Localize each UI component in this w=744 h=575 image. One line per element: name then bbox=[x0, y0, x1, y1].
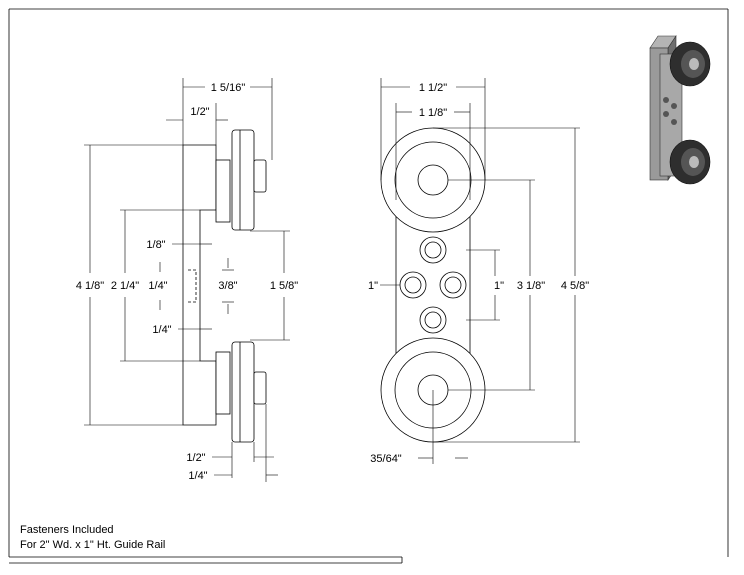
front-hole-right bbox=[439, 271, 467, 299]
front-view-dimensions bbox=[380, 78, 580, 464]
sheet-border bbox=[8, 8, 729, 564]
guide-rail-note: For 2" Wd. x 1" Ht. Guide Rail bbox=[20, 539, 166, 551]
side-bottom-right-label: 1/4" bbox=[188, 470, 207, 482]
side-bottom-left-label: 1/2" bbox=[186, 452, 205, 464]
front-hole-top bbox=[419, 236, 447, 264]
side-bottom-axle bbox=[253, 371, 267, 405]
front-plate-width-label: 1 1/8" bbox=[419, 107, 447, 119]
front-hole-bottom bbox=[419, 306, 447, 334]
side-top-hub bbox=[215, 159, 231, 223]
front-offset-label: 35/64" bbox=[370, 453, 402, 465]
front-view bbox=[380, 127, 486, 443]
front-wheel-span-label: 3 1/8" bbox=[517, 280, 545, 292]
front-hole-left bbox=[399, 271, 427, 299]
side-step-bottom-label: 1/4" bbox=[152, 324, 171, 336]
side-view bbox=[182, 129, 267, 443]
front-view-labels: 1 1/2" 1 1/8" 1" 1" 3 1/8" 4 5/8" 35/64" bbox=[368, 82, 589, 465]
side-top-axle bbox=[253, 159, 267, 193]
side-overall-height-label: 4 1/8" bbox=[76, 280, 104, 292]
side-bottom-hub bbox=[215, 351, 231, 415]
side-top-wheel bbox=[231, 129, 255, 231]
front-overall-width-label: 1 1/2" bbox=[419, 82, 447, 94]
front-hole-right-label: 1" bbox=[494, 280, 504, 292]
front-overall-height-label: 4 5/8" bbox=[561, 280, 589, 292]
side-overall-width-label: 1 5/16" bbox=[211, 82, 246, 94]
side-axle-span-label: 1 5/8" bbox=[270, 280, 298, 292]
side-view-dimensions bbox=[84, 78, 290, 482]
side-plate bbox=[182, 144, 217, 426]
side-view-labels: 1 5/16" 1/2" 4 1/8" 2 1/4" 1/8" 1/4" 3/8… bbox=[76, 82, 298, 482]
side-step-top-label: 1/8" bbox=[146, 239, 165, 251]
side-inner-height-label: 2 1/4" bbox=[111, 280, 139, 292]
guide-roller-3d-icon bbox=[649, 35, 711, 185]
thumb-bottom-wheel bbox=[669, 139, 711, 185]
side-small-a-label: 1/4" bbox=[148, 280, 167, 292]
front-hole-left-label: 1" bbox=[368, 280, 378, 292]
fasteners-note: Fasteners Included bbox=[20, 524, 114, 536]
side-bottom-wheel bbox=[231, 341, 255, 443]
side-slot-height-label: 3/8" bbox=[218, 280, 237, 292]
thumb-top-wheel bbox=[669, 41, 711, 87]
side-plate-width-label: 1/2" bbox=[190, 106, 209, 118]
